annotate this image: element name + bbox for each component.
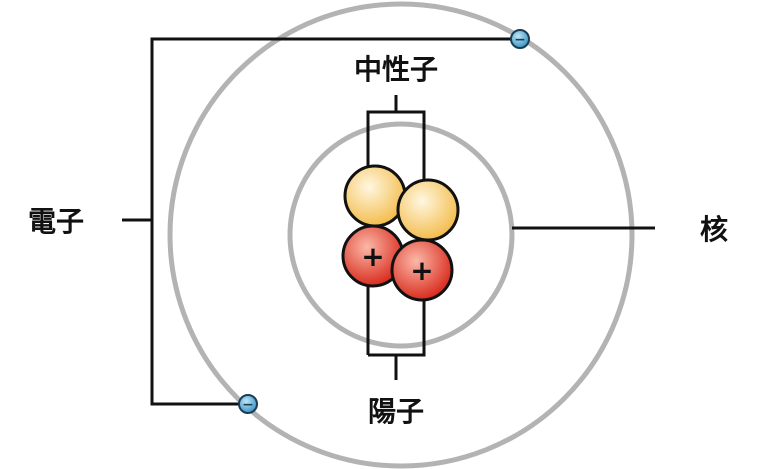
proton-label: 陽子 (367, 395, 425, 428)
neutron-label: 中性子 (353, 53, 439, 86)
minus-icon: − (514, 32, 526, 48)
electron: − (238, 394, 258, 414)
proton (390, 238, 454, 302)
electron-label: 電子 (27, 205, 85, 238)
plus-icon: + (361, 240, 384, 273)
electron-bracket (122, 37, 520, 406)
outer-orbit (167, 1, 635, 469)
plus-icon: + (410, 254, 433, 287)
electron: − (510, 29, 530, 49)
neutron (343, 164, 407, 228)
nucleus-label: 核 (699, 213, 729, 246)
minus-icon: − (242, 397, 254, 413)
inner-orbit (287, 121, 515, 349)
neutron (396, 178, 460, 242)
